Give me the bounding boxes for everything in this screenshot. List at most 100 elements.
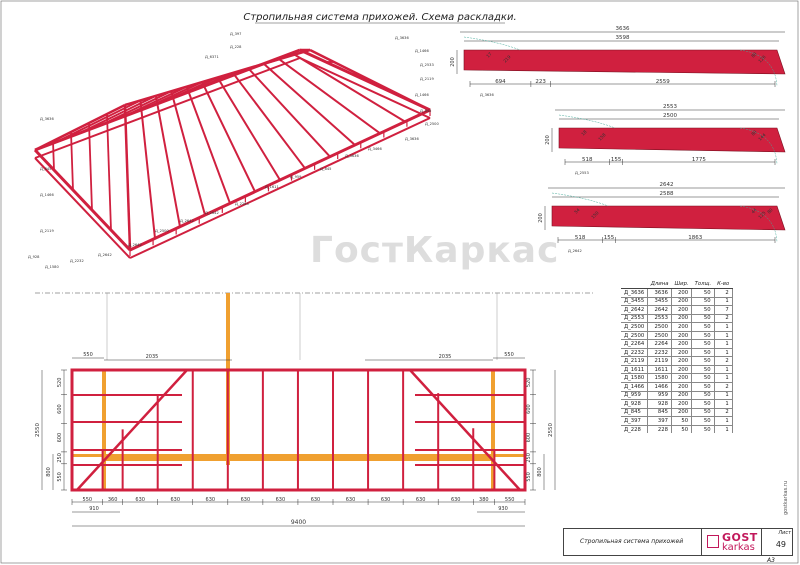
- plan-dim-label: 630: [381, 497, 391, 503]
- iso-rafter: [189, 71, 234, 93]
- spec-cell: 2232: [647, 347, 672, 357]
- detail-angle-label: 54: [573, 207, 581, 215]
- spec-cell: 1: [714, 399, 733, 409]
- detail-height-label: 200: [538, 213, 544, 223]
- isometric-labels: Д_397Д_228Д_6371Д_1466Д_2533Д_2119Д_1466…: [28, 32, 439, 269]
- iso-part-label: Д_2500: [425, 122, 439, 126]
- iso-rafter: [139, 100, 156, 239]
- detail-angle-label: 150: [590, 210, 600, 220]
- iso-jack-rafter: [88, 122, 93, 211]
- detail-segment-label: 2559: [656, 79, 670, 85]
- spec-cell: 200: [671, 330, 693, 340]
- spec-cell: 50: [691, 416, 715, 426]
- plan-top-edge-left: 550: [83, 352, 93, 358]
- plan-total-label: 9400: [291, 519, 306, 526]
- spec-cell: 50: [691, 339, 715, 349]
- iso-part-label: Д_2119: [40, 229, 54, 233]
- spec-cell: 200: [671, 296, 693, 306]
- isometric-roof-view: [33, 48, 431, 259]
- iso-rafter: [100, 90, 172, 126]
- iso-part-label: Д_845: [40, 167, 51, 171]
- spec-cell: 3455: [647, 296, 672, 306]
- plan-side-group-label: 800: [46, 467, 52, 477]
- detail-angle-arc: [463, 36, 521, 51]
- detail-angle-label: 80: [750, 129, 758, 137]
- spec-cell: 50: [671, 424, 693, 434]
- iso-hip-rafter: [34, 103, 126, 152]
- iso-edge-beam: [33, 148, 132, 252]
- iso-part-label: Д_2119: [420, 77, 434, 81]
- spec-cell: 2500: [647, 322, 672, 332]
- plan-top-edge-right: 550: [504, 352, 514, 358]
- spec-cell: 1: [714, 322, 733, 332]
- detail-board: [558, 127, 786, 153]
- plan-side-label: 600: [526, 433, 532, 443]
- iso-part-label: Д_2642: [205, 211, 219, 215]
- iso-part-label: Д_1466: [40, 193, 54, 197]
- spec-cell: 959: [647, 390, 672, 400]
- plan-side-label: 250: [526, 453, 532, 463]
- iso-edge-beam-lower: [129, 117, 431, 259]
- detail-inner-label: 3598: [616, 35, 630, 41]
- plan-side-label: 520: [57, 378, 63, 388]
- spec-cell: 50: [691, 399, 715, 409]
- plan-side-total-label: 2550: [548, 423, 554, 437]
- detail-segment-label: 155: [611, 157, 622, 163]
- iso-rafter: [278, 58, 381, 135]
- spec-cell: 397: [647, 416, 672, 426]
- iso-part-label: Д_2642: [98, 253, 112, 257]
- iso-rafter: [144, 81, 203, 110]
- spec-cell: Д_2264: [621, 339, 649, 349]
- iso-rafter: [247, 67, 331, 158]
- plan-top-left: 2035: [146, 354, 159, 360]
- spec-cell: Д_2500: [621, 330, 649, 340]
- spec-cell: 200: [671, 305, 693, 315]
- spec-cell: 845: [647, 407, 672, 417]
- watermark: ГостКаркас: [310, 230, 560, 271]
- spec-cell: 50: [691, 347, 715, 357]
- detail-inner-label: 2588: [660, 191, 674, 197]
- iso-hip-rafter: [309, 48, 431, 112]
- iso-part-label: Д_3466: [368, 147, 382, 151]
- plan-dim-label: 550: [505, 497, 515, 503]
- spec-cell: Д_1580: [621, 373, 649, 383]
- detail-angle-label: 80: [750, 51, 758, 59]
- detail-angle-label: 219: [502, 54, 512, 64]
- spec-cell: 50: [691, 424, 715, 434]
- plan-dim-label: 630: [206, 497, 216, 503]
- iso-edge-beam-lower: [299, 57, 431, 119]
- iso-rafter: [255, 58, 280, 68]
- iso-part-label: Д_2500: [155, 229, 169, 233]
- iso-part-label: Д_845: [420, 109, 431, 113]
- detail-total-label: 3636: [616, 26, 630, 32]
- iso-rafter: [78, 94, 157, 135]
- spec-cell: 2: [714, 382, 733, 392]
- spec-header-cell: Шир.: [671, 280, 692, 289]
- detail-segment-label: 223: [535, 79, 546, 85]
- iso-part-label: Д_1580: [45, 265, 59, 269]
- iso-rafter: [263, 63, 356, 146]
- sheet-cell: Лист 49: [761, 529, 794, 556]
- title-block-name: Стропильная система прихожей: [580, 538, 684, 545]
- detail-angle-label: 144: [757, 132, 767, 142]
- spec-cell: Д_1466: [621, 382, 649, 392]
- plan-dim-label: 630: [416, 497, 426, 503]
- spec-cell: Д_2119: [621, 356, 649, 366]
- site-url: gostkarkas.ru: [783, 480, 789, 515]
- plan-side-label: 600: [57, 404, 63, 414]
- spec-cell: 200: [671, 313, 693, 323]
- spec-cell: Д_2500: [621, 322, 649, 332]
- sheet-label: Лист: [778, 530, 791, 536]
- spec-cell: 200: [671, 382, 693, 392]
- iso-rafter: [122, 85, 188, 118]
- spec-cell: Д_1611: [621, 364, 649, 374]
- spec-cell: 200: [671, 356, 693, 366]
